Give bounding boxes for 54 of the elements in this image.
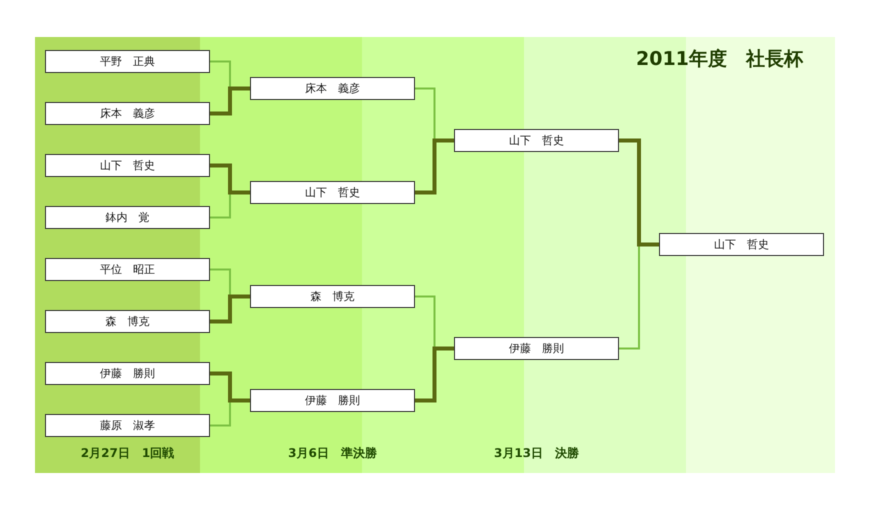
bracket-line	[637, 242, 659, 246]
bracket-line	[228, 190, 250, 194]
player-name: 鉢内 覚	[106, 212, 150, 223]
player-name: 床本 義彦	[100, 108, 155, 119]
player-box	[45, 310, 210, 333]
player-name: 平野 正典	[100, 56, 155, 67]
bracket-line	[619, 246, 640, 350]
player-box	[454, 337, 619, 360]
player-box	[659, 233, 824, 256]
player-box	[250, 285, 415, 308]
player-name: 伊藤 勝則	[305, 395, 360, 406]
player-name: 山下 哲史	[100, 160, 155, 171]
player-name: 伊藤 勝則	[100, 368, 155, 379]
player-box	[250, 389, 415, 412]
bracket-line	[619, 138, 641, 242]
player-box	[45, 102, 210, 125]
bracket-line	[210, 372, 232, 398]
tournament-title: 2011年度 社長杯	[636, 50, 803, 69]
player-box	[45, 206, 210, 229]
bracket-line	[415, 296, 436, 346]
player-name: 藤原 淑孝	[100, 420, 155, 431]
bracket-line	[210, 164, 232, 190]
bracket-line	[228, 294, 250, 298]
player-name: 山下 哲史	[305, 187, 360, 198]
bracket-line	[228, 398, 250, 402]
round-date-label: 3月6日 準決勝	[288, 447, 377, 459]
player-name: 森 博克	[310, 291, 354, 302]
player-box	[45, 258, 210, 281]
player-name: 森 博克	[106, 316, 150, 327]
bracket-line	[210, 90, 232, 116]
bracket-line	[415, 88, 436, 138]
player-box	[45, 414, 210, 437]
player-box	[250, 181, 415, 204]
player-box	[454, 129, 619, 152]
bracket-line	[210, 194, 231, 218]
player-box	[45, 154, 210, 177]
player-name: 山下 哲史	[509, 135, 564, 146]
player-name: 床本 義彦	[305, 83, 360, 94]
bracket-line	[228, 86, 250, 90]
bracket-line	[415, 350, 436, 402]
player-name: 伊藤 勝則	[509, 343, 564, 354]
round-date-label: 3月13日 決勝	[494, 447, 580, 459]
bracket-line	[432, 346, 454, 350]
bracket-line	[210, 298, 232, 324]
bracket-line	[210, 402, 231, 426]
bracket-line	[415, 142, 436, 194]
player-box	[45, 362, 210, 385]
player-name: 平位 昭正	[100, 264, 155, 275]
player-box	[250, 77, 415, 100]
player-name: 山下 哲史	[714, 239, 769, 250]
bracket-line	[210, 60, 231, 86]
bracket-line	[432, 138, 454, 142]
player-box	[45, 50, 210, 73]
bracket-line	[210, 268, 231, 294]
